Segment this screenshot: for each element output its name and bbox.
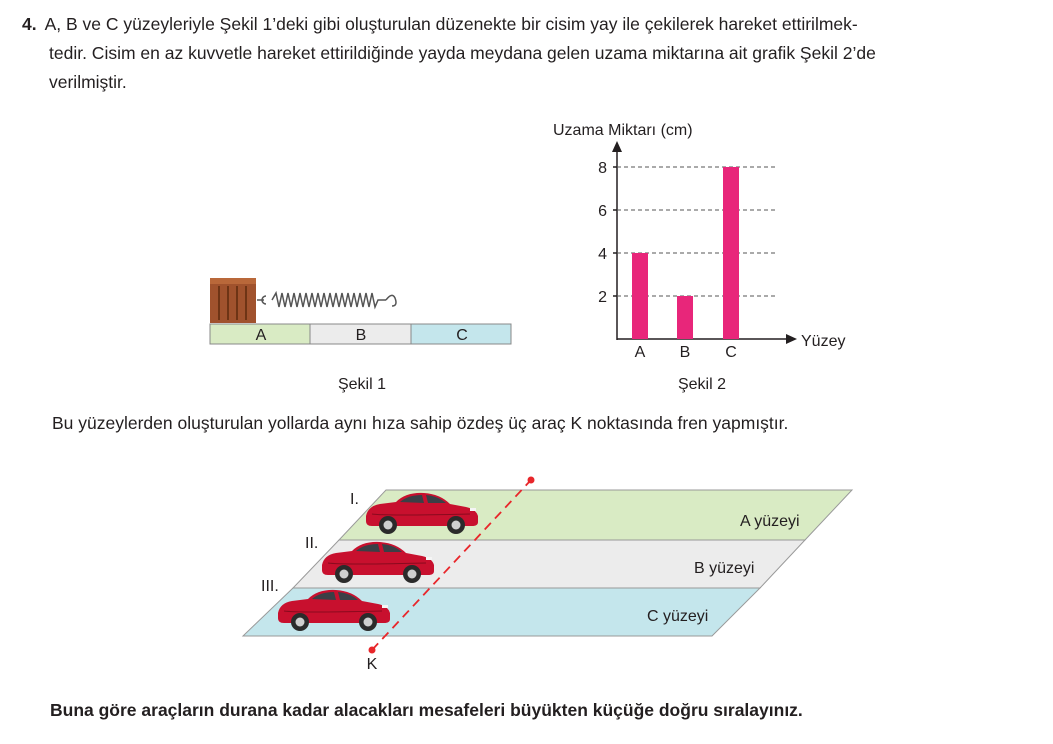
middle-text: Bu yüzeylerden oluşturulan yollarda aynı… (52, 413, 789, 433)
chart-x-arrow (786, 334, 797, 344)
lane-1-label: A yüzeyi (740, 513, 800, 530)
lane-3-roman: III. (261, 578, 279, 595)
chart-bar-b (677, 296, 693, 339)
chart-y-tick-label: 4 (598, 246, 607, 263)
chart-bar-c (723, 167, 739, 339)
question-text: 4. A, B ve C yüzeyleriyle Şekil 1’deki gi… (22, 10, 1037, 97)
question-line-2: tedir. Cisim en az kuvvetle hareket etti… (49, 43, 876, 63)
chart-x-tick-label: C (725, 344, 737, 361)
question-line-1: A, B ve C yüzeyleriyle Şekil 1’deki gibi… (44, 14, 858, 34)
lane-2-roman: II. (305, 535, 318, 552)
chart-y-label: Uzama Miktarı (cm) (553, 122, 693, 139)
chart-bar-a (632, 253, 648, 339)
lane-1-roman: I. (350, 491, 359, 508)
chart-x-tick-label: A (635, 344, 646, 361)
wooden-box (210, 278, 256, 323)
lane-2-label: B yüzeyi (694, 560, 754, 577)
chart-y-tick-label: 2 (598, 289, 607, 306)
surface-b-label: B (356, 327, 367, 344)
question-number: 4. (22, 14, 37, 34)
figure-1-caption: Şekil 1 (338, 376, 386, 393)
top-point (527, 476, 535, 484)
spring (257, 290, 397, 310)
chart-y-arrow (612, 141, 622, 152)
surface-c (410, 323, 512, 345)
point-k (368, 646, 376, 654)
lane-3-label: C yüzeyi (647, 608, 708, 625)
chart-x-label: Yüzey (801, 333, 845, 350)
question-line-3: verilmiştir. (49, 72, 127, 92)
point-k-label: K (367, 656, 378, 673)
final-question: Buna göre araçların durana kadar alacakl… (50, 700, 803, 720)
figure-2-caption: Şekil 2 (678, 376, 726, 393)
chart-y-tick-label: 6 (598, 203, 607, 220)
chart-x-tick-label: B (680, 344, 691, 361)
surface-c-label: C (456, 327, 468, 344)
chart-y-tick-label: 8 (598, 160, 607, 177)
surface-a-label: A (256, 327, 267, 344)
braking-line (371, 479, 532, 651)
